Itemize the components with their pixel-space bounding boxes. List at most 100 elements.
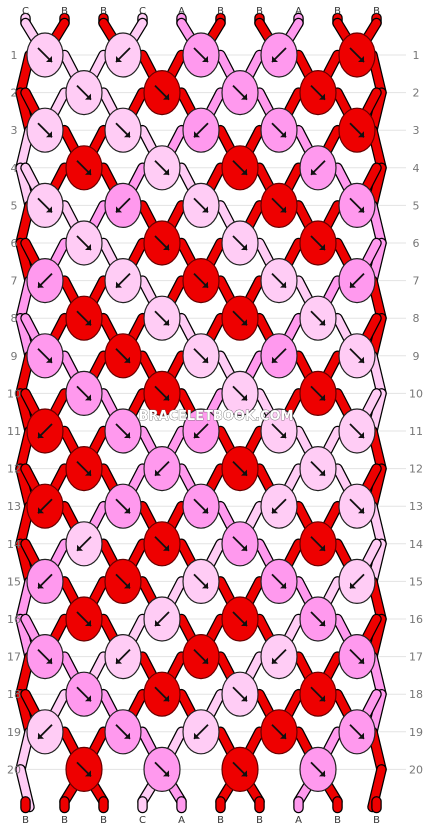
row-number-left: 7 xyxy=(11,275,18,288)
row-number-left: 3 xyxy=(11,124,18,137)
knot-arrow-head xyxy=(116,56,122,62)
knot-arrow-head xyxy=(319,394,325,401)
knot-arrow-head xyxy=(319,695,325,702)
knot-arrow-head xyxy=(358,432,364,438)
row-number-left: 6 xyxy=(11,237,18,250)
row-number-left: 4 xyxy=(11,162,18,175)
row-number-right: 20 xyxy=(409,763,423,776)
knots xyxy=(26,32,376,793)
row-number-left: 2 xyxy=(11,87,18,100)
knot-arrow-head xyxy=(202,657,208,664)
knot-arrow-head xyxy=(85,394,91,401)
row-number-right: 16 xyxy=(409,613,423,626)
row-number-right: 6 xyxy=(413,237,420,250)
row-number-right: 17 xyxy=(409,651,423,664)
string-label-top: B xyxy=(100,6,107,17)
knot-arrow-head xyxy=(163,168,169,175)
knot-arrow-head xyxy=(85,168,91,175)
knot-arrow-head xyxy=(280,281,286,288)
knot-arrow-head xyxy=(272,56,278,62)
knot-arrow-head xyxy=(241,93,247,100)
row-number-left: 20 xyxy=(7,763,21,776)
string-label-bottom: B xyxy=(334,815,341,826)
knot-arrow-head xyxy=(202,582,208,589)
knot-arrow-head xyxy=(241,620,247,626)
string-label-bottom: B xyxy=(373,815,380,826)
knot-arrow-head xyxy=(155,469,161,476)
knot-arrow-head xyxy=(350,582,356,589)
knot-arrow-head xyxy=(280,432,286,438)
knot-arrow-head xyxy=(358,56,364,62)
knot-arrow-head xyxy=(280,131,286,138)
knot-arrow-head xyxy=(202,507,208,514)
row-number-right: 1 xyxy=(413,49,420,62)
row-number-right: 5 xyxy=(413,199,420,212)
row-number-left: 15 xyxy=(7,575,21,588)
row-number-left: 12 xyxy=(7,463,21,476)
knot-arrow-head xyxy=(350,281,356,288)
knot-arrow-head xyxy=(358,356,364,363)
knot-arrow-head xyxy=(85,319,91,326)
knot-arrow-head xyxy=(163,93,169,100)
knot-arrow-head xyxy=(319,469,325,476)
knot-arrow-head xyxy=(241,319,247,326)
row-number-right: 2 xyxy=(413,87,420,100)
knot-arrow-head xyxy=(124,732,130,739)
row-number-left: 5 xyxy=(11,199,18,212)
knot-arrow-head xyxy=(241,770,247,777)
knot-arrow-head xyxy=(85,93,91,100)
knot-arrow-head xyxy=(241,695,247,702)
string-label-bottom: B xyxy=(256,815,263,826)
knot-arrow-head xyxy=(124,131,130,138)
knot-arrow-head xyxy=(202,206,208,213)
knot-arrow-head xyxy=(124,582,130,589)
knot-arrow-head xyxy=(241,244,247,250)
knot-arrow-head xyxy=(202,356,208,363)
knot-arrow-head xyxy=(46,657,52,664)
row-number-left: 18 xyxy=(7,688,21,701)
knot-arrow-head xyxy=(194,732,200,739)
knot-arrow-head xyxy=(202,281,208,288)
knot-arrow-head xyxy=(194,131,200,138)
knot-arrow-head xyxy=(241,394,247,401)
knot-arrow-head xyxy=(194,432,200,438)
string-label-bottom: B xyxy=(61,815,68,826)
knot-arrow-head xyxy=(116,206,122,213)
string-label-top: B xyxy=(217,6,224,17)
row-number-right: 9 xyxy=(413,350,420,363)
knot-arrow-head xyxy=(85,620,91,626)
knot-arrow-head xyxy=(280,206,286,213)
knot-arrow-head xyxy=(38,432,44,438)
string-label-bottom: B xyxy=(217,815,224,826)
row-number-left: 19 xyxy=(7,726,21,739)
knot-arrow-head xyxy=(163,770,169,777)
row-number-left: 8 xyxy=(11,312,18,325)
watermark: BRACELETBOOK.COM xyxy=(139,409,294,424)
string-label-top: A xyxy=(178,6,185,17)
knot-arrow-head xyxy=(241,168,247,175)
row-number-right: 10 xyxy=(409,387,423,400)
knot-arrow-head xyxy=(124,356,130,363)
knot-arrow-head xyxy=(358,657,364,664)
knot-arrow-head xyxy=(85,469,91,476)
string-label-top: A xyxy=(295,6,302,17)
knot-arrow-head xyxy=(280,732,286,739)
row-number-right: 8 xyxy=(413,312,420,325)
string-label-bottom: C xyxy=(139,815,146,826)
knot-arrow-head xyxy=(38,281,44,288)
knot-arrow-head xyxy=(46,56,52,62)
knot-arrow-head xyxy=(46,206,52,213)
knot-arrow-head xyxy=(319,620,325,626)
knot-arrow-head xyxy=(124,432,130,438)
knot-arrow-head xyxy=(319,93,325,100)
knot-arrow-head xyxy=(155,620,161,626)
row-number-left: 10 xyxy=(7,387,21,400)
string-label-top: B xyxy=(61,6,68,17)
string-label-bottom: A xyxy=(178,815,185,826)
string-label-top: C xyxy=(22,6,29,17)
row-number-left: 1 xyxy=(11,49,18,62)
knot-arrow-head xyxy=(358,507,364,514)
knot-arrow-head xyxy=(38,507,44,514)
